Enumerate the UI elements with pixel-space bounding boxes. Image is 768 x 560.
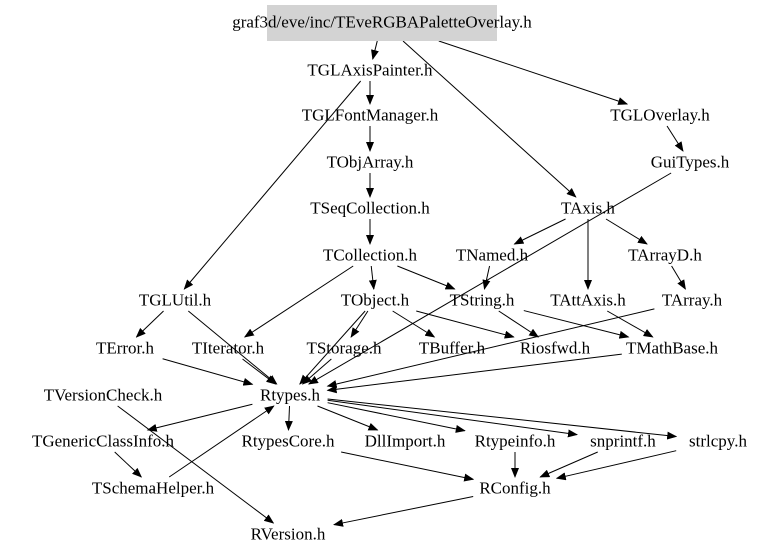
edge-tobject-to-rtypes — [299, 310, 366, 385]
node-tglaxispainter[interactable]: TGLAxisPainter.h — [307, 61, 433, 80]
node-tmathbase[interactable]: TMathBase.h — [626, 339, 719, 358]
node-tversioncheck[interactable]: TVersionCheck.h — [44, 386, 163, 405]
node-tattaxis[interactable]: TAttAxis.h — [550, 291, 626, 310]
edge-tstorage-to-rtypes — [301, 358, 332, 385]
edge-taxis-to-tnamed — [513, 218, 566, 245]
node-tstorage[interactable]: TStorage.h — [306, 339, 382, 358]
edge-tarray-to-rtypes — [326, 308, 655, 388]
node-rconfig[interactable]: RConfig.h — [479, 479, 551, 498]
edge-terror-to-rtypes — [162, 358, 254, 386]
edge-tglutil-to-terror — [135, 310, 164, 338]
edge-tglutil-to-rtypes — [187, 310, 278, 385]
edge-rtypescore-to-rconfig — [341, 451, 475, 482]
edge-tobject-to-tbuffer — [392, 310, 436, 338]
node-snprintf[interactable]: snprintf.h — [590, 432, 656, 451]
edge-tglaxispainter-to-tglutil — [183, 80, 362, 290]
edge-tnamed-to-tstring — [482, 265, 491, 290]
node-riosfwd[interactable]: Riosfwd.h — [520, 339, 591, 358]
edge-tgenericclassinfo-to-tschemahelper — [114, 451, 143, 478]
node-strlcpy[interactable]: strlcpy.h — [689, 432, 747, 451]
edge-rtypes-to-tgenericclassinfo — [146, 403, 253, 432]
node-tarrayd[interactable]: TArrayD.h — [628, 246, 702, 265]
edge-taxis-to-tarrayd — [605, 218, 648, 245]
edge-rtypes-to-dllimport — [317, 405, 379, 431]
edge-tobject-to-riosfwd — [416, 310, 515, 339]
node-tcollection[interactable]: TCollection.h — [323, 246, 417, 265]
edge-root-to-tglaxispainter — [371, 40, 379, 60]
node-tglutil[interactable]: TGLUtil.h — [139, 291, 212, 310]
node-root[interactable]: graf3d/eve/inc/TEveRGBAPaletteOverlay.h — [232, 13, 532, 32]
edge-tcollection-to-titerator — [243, 265, 354, 338]
edge-tcollection-to-tstring — [397, 265, 456, 290]
node-tschemahelper[interactable]: TSchemaHelper.h — [92, 479, 215, 498]
edge-tcollection-to-tobject — [368, 265, 377, 290]
edge-tgloverlay-to-guitypes — [666, 125, 684, 152]
edge-root-to-taxis — [402, 40, 577, 198]
node-tnamed[interactable]: TNamed.h — [456, 246, 529, 265]
node-tseqcollection[interactable]: TSeqCollection.h — [310, 199, 430, 218]
node-rtypes[interactable]: Rtypes.h — [260, 386, 320, 405]
edge-tobject-to-tstorage — [350, 310, 369, 338]
edge-rtypes-to-strlcpy — [327, 398, 678, 440]
node-tgloverlay[interactable]: TGLOverlay.h — [610, 106, 710, 125]
node-tgenericclassinfo[interactable]: TGenericClassInfo.h — [32, 432, 175, 451]
node-taxis[interactable]: TAxis.h — [561, 199, 615, 218]
edge-tattaxis-to-tmathbase — [607, 310, 654, 338]
node-titerator[interactable]: TIterator.h — [192, 339, 265, 358]
edge-rtypes-to-rtypeinfo — [327, 402, 466, 433]
node-tglfontmanager[interactable]: TGLFontManager.h — [302, 106, 439, 125]
root-node-box — [267, 5, 497, 41]
edge-tmathbase-to-rtypes — [326, 353, 622, 394]
edge-guitypes-to-rtypes — [308, 172, 672, 385]
edge-strlcpy-to-rconfig — [555, 450, 677, 481]
node-tobject[interactable]: TObject.h — [341, 291, 410, 310]
node-tstring[interactable]: TString.h — [450, 291, 515, 310]
edge-tarrayd-to-tarray — [671, 265, 686, 290]
node-dllimport[interactable]: DllImport.h — [365, 432, 446, 451]
edge-tstring-to-tmathbase — [523, 310, 630, 339]
edges — [114, 40, 686, 527]
node-tbuffer[interactable]: TBuffer.h — [419, 339, 486, 358]
node-rversion[interactable]: RVersion.h — [251, 525, 326, 544]
edge-tversioncheck-to-rversion — [117, 405, 275, 524]
edge-rtypes-to-rtypescore — [284, 405, 293, 431]
node-guitypes[interactable]: GuiTypes.h — [651, 153, 730, 172]
edge-snprintf-to-rconfig — [539, 451, 598, 478]
edge-titerator-to-rtypes — [242, 358, 277, 385]
edge-tschemahelper-to-rtypes — [168, 405, 275, 478]
node-tarray[interactable]: TArray.h — [662, 291, 723, 310]
node-rtypeinfo[interactable]: Rtypeinfo.h — [475, 432, 556, 451]
node-tobjarray[interactable]: TObjArray.h — [327, 153, 414, 172]
node-terror[interactable]: TError.h — [96, 339, 155, 358]
edge-root-to-tgloverlay — [438, 40, 629, 105]
edge-tstring-to-riosfwd — [498, 310, 540, 338]
edge-rconfig-to-rversion — [333, 495, 474, 527]
node-rtypescore[interactable]: RtypesCore.h — [241, 432, 335, 451]
edge-rtypes-to-snprintf — [327, 399, 578, 438]
